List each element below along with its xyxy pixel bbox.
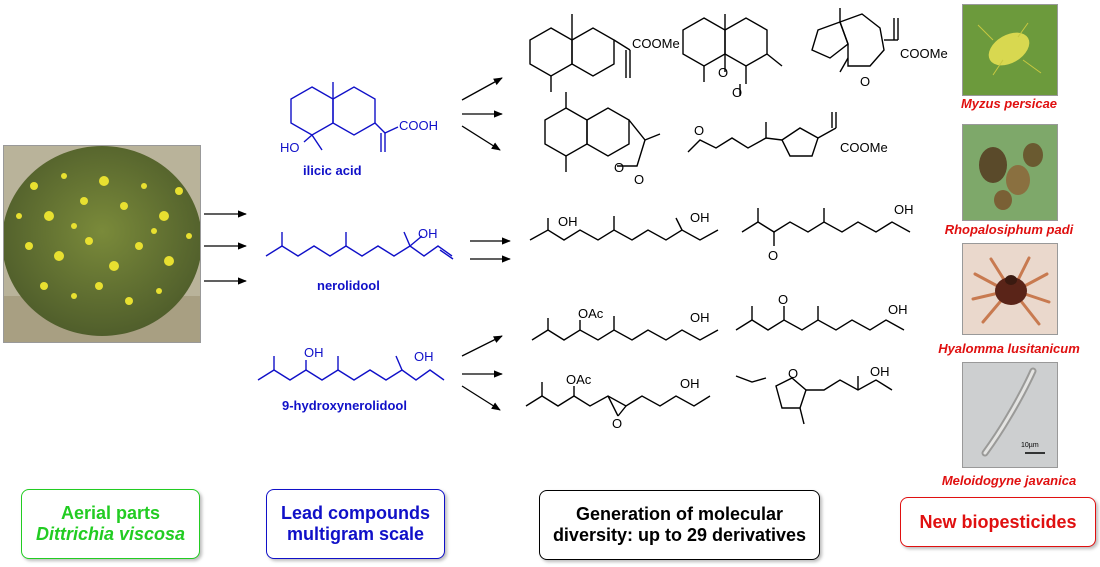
arrows-leads-to-derivatives — [461, 77, 511, 411]
species-label-myzus: Myzus persicae — [960, 96, 1058, 111]
new-biopesticides-box: New biopesticides — [900, 497, 1096, 547]
derivative-4-o2-label: O — [634, 172, 644, 187]
hydroxynerolidol-structure — [257, 355, 445, 381]
species-label-meloidogyne: Meloidogyne javanica — [941, 473, 1077, 488]
derivative-2-o2-label: O — [732, 85, 742, 100]
scale-bar-label: 10µm — [1021, 442, 1039, 449]
derivative-9-oh-label: OH — [888, 302, 908, 317]
derivative-11-oh-label: OH — [870, 364, 890, 379]
hydroxynerolidol-oh1-label: OH — [304, 345, 324, 360]
derivative-6-structure — [529, 216, 719, 241]
lead-compounds-box: Lead compounds multigram scale — [266, 489, 445, 559]
nerolidol-structure — [265, 231, 454, 260]
derivative-3-coome-label: COOMe — [900, 46, 948, 61]
derivative-2-structure — [682, 14, 783, 96]
species-label-rhopalosiphum: Rhopalosiphum padi — [944, 222, 1074, 237]
species-label-hyalomma: Hyalomma lusitanicum — [938, 341, 1080, 356]
derivative-7-oh-label: OH — [894, 202, 914, 217]
derivative-10-oac-label: OAc — [566, 372, 592, 387]
meloidogyne-javanica-photo: 10µm — [962, 362, 1058, 468]
derivative-11-structure — [735, 375, 893, 425]
derivative-5-o-label: O — [694, 123, 704, 138]
derivative-8-oh-label: OH — [690, 310, 710, 325]
derivative-7-structure — [741, 208, 911, 246]
derivative-2-o1-label: O — [718, 65, 728, 80]
hydroxynerolidol-oh2-label: OH — [414, 349, 434, 364]
generation-line2: diversity: up to 29 derivatives — [552, 525, 807, 545]
generation-box: Generation of molecular diversity: up to… — [539, 490, 820, 560]
new-biopesticides-label: New biopesticides — [919, 511, 1077, 532]
aerial-parts-line2: Dittrichia viscosa — [35, 524, 186, 544]
derivative-10-structure — [525, 382, 711, 417]
derivative-10-oh-label: OH — [680, 376, 700, 391]
generation-line1: Generation of molecular — [575, 504, 784, 524]
hydroxynerolidol-name: 9-hydroxynerolidool — [282, 398, 407, 413]
derivative-5-coome-label: COOMe — [840, 140, 888, 155]
myzus-persicae-photo — [962, 4, 1058, 96]
derivative-1-coome-label: COOMe — [632, 36, 680, 51]
lead-compounds-line2: multigram scale — [286, 524, 425, 544]
derivative-10-o-label: O — [612, 416, 622, 431]
derivative-6-oh1-label: OH — [558, 214, 578, 229]
rhopalosiphum-padi-photo — [962, 124, 1058, 221]
derivative-9-o-label: O — [778, 292, 788, 307]
dittrichia-plant-photo — [3, 145, 201, 343]
derivative-9-structure — [735, 306, 905, 331]
ilicic-ho-label: HO — [280, 140, 300, 155]
ilicic-acid-name: ilicic acid — [303, 163, 362, 178]
ilicic-cooh-label: COOH — [399, 118, 438, 133]
derivative-7-o-label: O — [768, 248, 778, 263]
lead-compounds-line1: Lead compounds — [280, 503, 430, 523]
derivative-3-o-label: O — [860, 74, 870, 89]
arrows-plant-to-leads — [204, 210, 247, 285]
derivative-11-o-label: O — [788, 366, 798, 381]
derivative-8-oac-label: OAc — [578, 306, 604, 321]
ilicic-acid-structure — [290, 82, 399, 152]
aerial-parts-line1: Aerial parts — [60, 503, 161, 523]
derivative-5-structure — [687, 112, 837, 157]
derivative-4-structure — [544, 92, 661, 172]
derivative-3-structure — [811, 8, 899, 73]
aerial-parts-box: Aerial parts Dittrichia viscosa — [21, 489, 200, 559]
derivative-4-o1-label: O — [614, 160, 624, 175]
hyalomma-lusitanicum-photo — [962, 243, 1058, 335]
nerolidol-name: nerolidool — [317, 278, 380, 293]
derivative-8-structure — [531, 316, 719, 341]
nerolidol-oh-label: OH — [418, 226, 438, 241]
derivative-6-oh2-label: OH — [690, 210, 710, 225]
derivative-1-structure — [529, 14, 631, 92]
